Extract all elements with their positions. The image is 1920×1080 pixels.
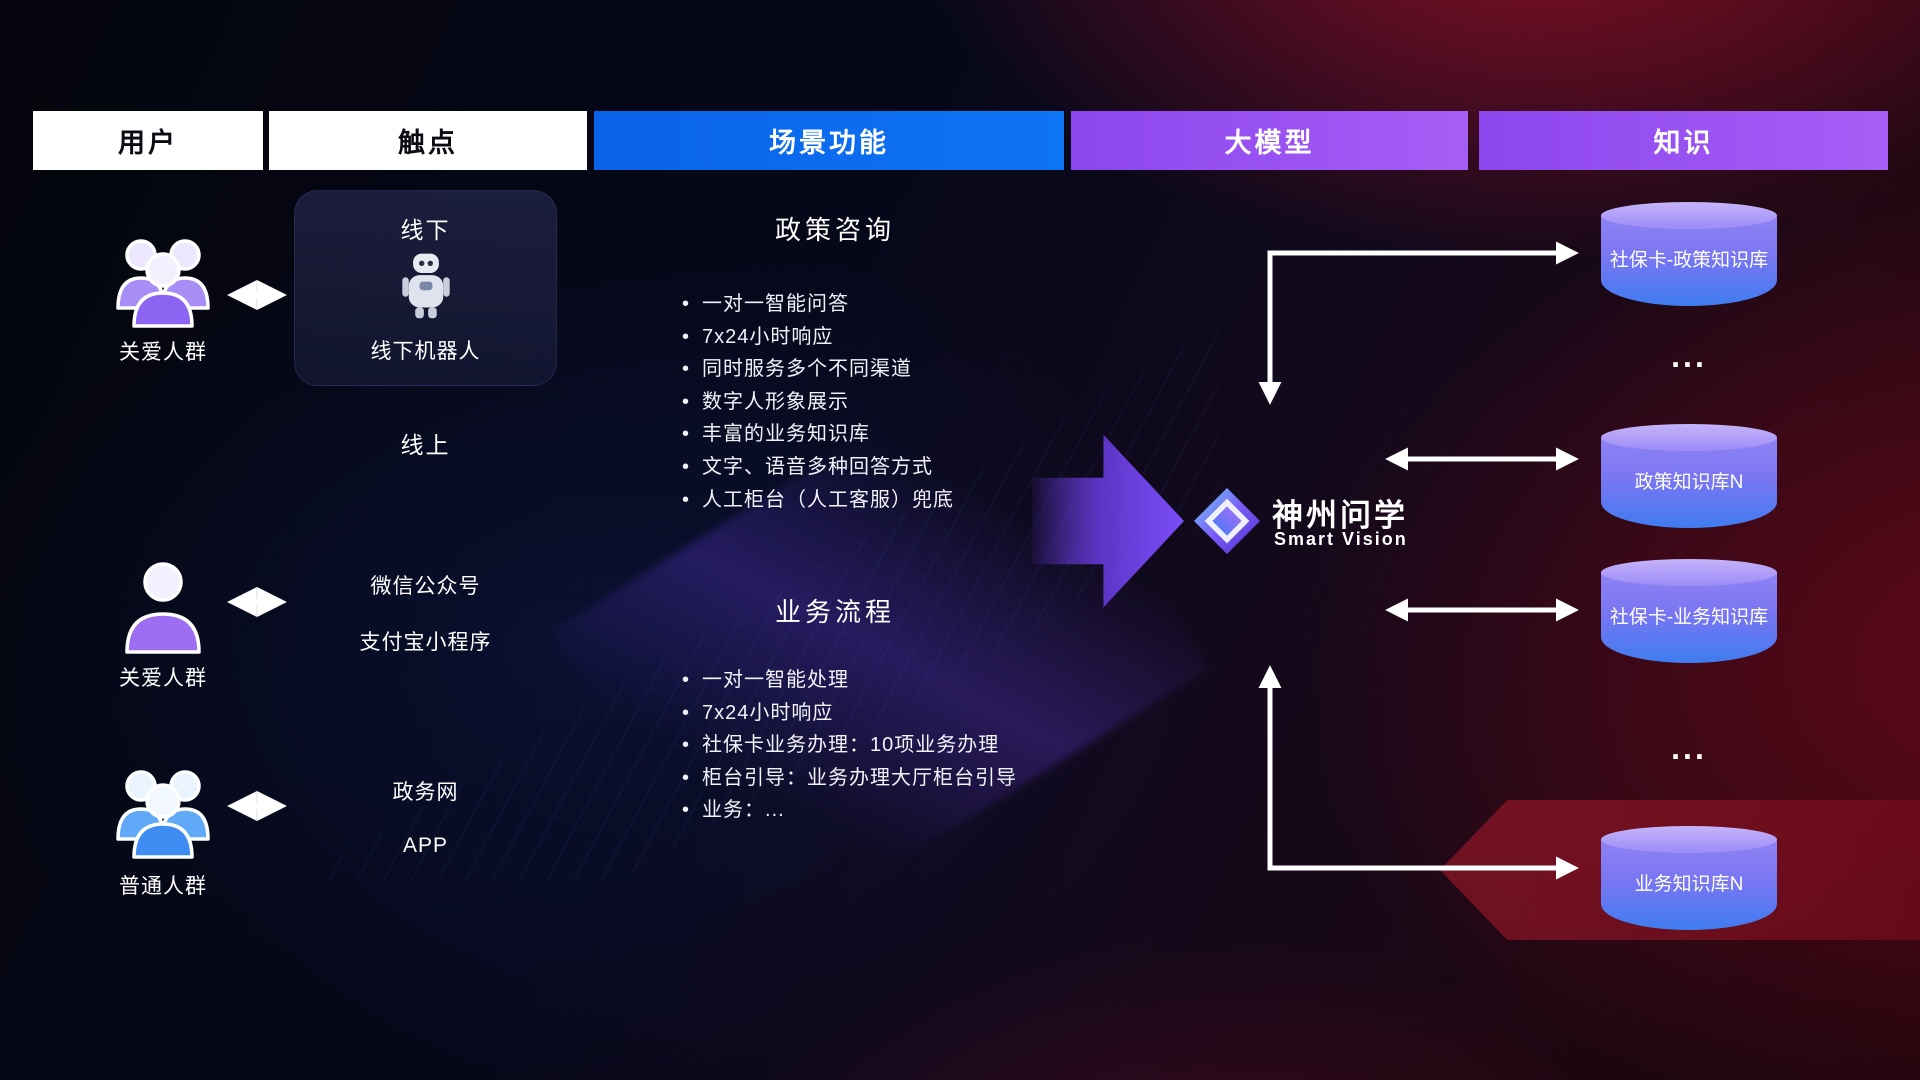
user-care-person: 关爱人群 [88,556,238,692]
knowledge-ellipsis-top: ... [1671,337,1707,374]
scene-bullet: 数字人形象展示 [682,386,1082,419]
cylinder-body [1601,572,1777,663]
kb-label: 社保卡-政策知识库 [1609,250,1769,271]
column-header-model: 大模型 [1071,111,1468,170]
cylinder-body [1601,437,1777,528]
scene-bullet: 7x24小时响应 [682,321,1082,354]
robot-icon [295,251,556,323]
column-header-touchpoint: 触点 [269,111,587,170]
kb-cylinder-shebao-business: 社保卡-业务知识库 [1601,559,1777,663]
scene-bullet: 7x24小时响应 [682,697,1082,730]
alipay-channel: 支付宝小程序 [359,631,492,654]
smart-vision-logo-icon [1192,486,1262,561]
wechat-channel: 微信公众号 [370,575,481,598]
cylinder-top [1601,202,1777,229]
app-channel: APP [402,834,449,857]
offline-touchpoint-card: 线下 线下机器人 [294,190,557,386]
connector-model-to-kb1 [1258,241,1579,405]
scene-bullet: 人工柜台（人工客服）兜底 [682,484,1082,517]
policy-feature-list: 一对一智能问答 7x24小时响应 同时服务多个不同渠道 数字人形象展示 丰富的业… [682,288,1082,516]
user-care-group-1: 关爱人群 [88,224,238,366]
public-group-icon [116,770,210,859]
kb-label: 社保卡-业务知识库 [1609,607,1769,628]
care-person-icon [125,562,201,654]
column-header-scene: 场景功能 [594,111,1064,170]
gov-web-channel: 政务网 [392,781,459,804]
knowledge-ellipsis-bottom: ... [1671,729,1707,766]
user-label: 关爱人群 [119,667,207,690]
scene-bullet: 丰富的业务知识库 [682,418,1082,451]
offline-title: 线下 [400,217,451,243]
scene-bullet: 社保卡业务办理：10项业务办理 [682,729,1082,762]
user-label: 普通人群 [119,875,207,898]
kb-cylinder-shebao-policy: 社保卡-政策知识库 [1601,202,1777,306]
cylinder-top [1601,424,1777,451]
online-title: 线上 [400,432,451,458]
scene-bullet: 一对一智能问答 [682,288,1082,321]
column-header-knowledge: 知识 [1479,111,1888,170]
connector-model-to-kb4 [1258,665,1579,880]
scene-bullet: 业务：... [682,794,1082,827]
care-group-icon [116,239,210,328]
cylinder-body [1601,215,1777,306]
scene-title-policy: 政策咨询 [774,215,895,245]
kb-label: 业务知识库N [1634,874,1744,895]
kb-cylinder-policy-n: 政策知识库N [1601,424,1777,528]
scene-bullet: 一对一智能处理 [682,664,1082,697]
kb-cylinder-business-n: 业务知识库N [1601,826,1777,930]
user-public-group: 普通人群 [88,752,238,900]
scene-bullet: 柜台引导：业务办理大厅柜台引导 [682,762,1082,795]
offline-robot-label: 线下机器人 [370,340,481,363]
scene-bullet: 文字、语音多种回答方式 [682,451,1082,484]
scene-bullet: 同时服务多个不同渠道 [682,353,1082,386]
cylinder-top [1601,559,1777,586]
model-subtitle: Smart Vision [1274,529,1408,549]
kb-label: 政策知识库N [1634,472,1744,493]
user-label: 关爱人群 [119,341,207,364]
business-feature-list: 一对一智能处理 7x24小时响应 社保卡业务办理：10项业务办理 柜台引导：业务… [682,664,1082,827]
model-name: 神州问学 [1272,498,1408,533]
column-header-user: 用户 [33,111,263,170]
scene-title-business: 业务流程 [774,597,895,627]
